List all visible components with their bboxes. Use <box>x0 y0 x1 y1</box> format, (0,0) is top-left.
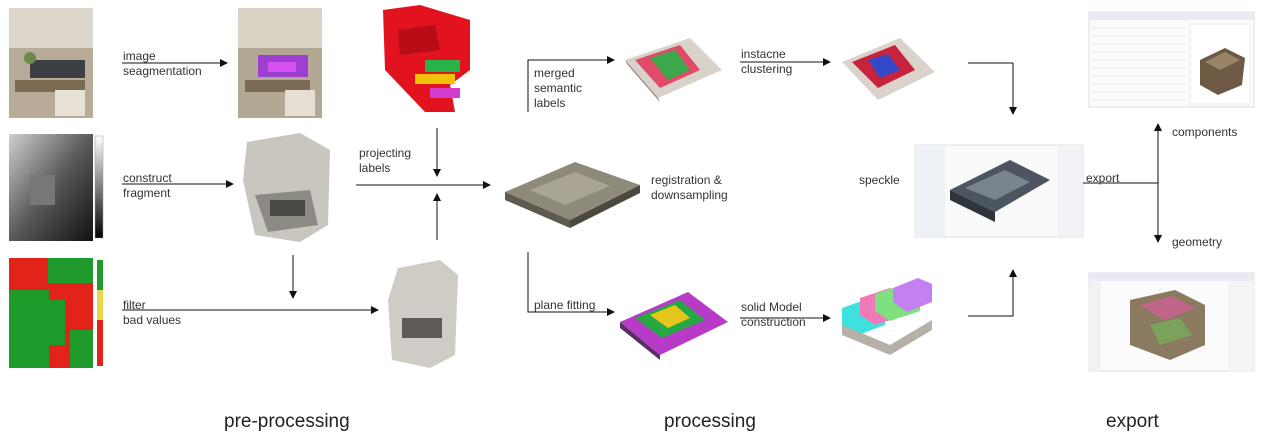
validity-mask-thumbnail <box>9 258 103 368</box>
solid-model-thumbnail <box>842 278 932 355</box>
label-registration-downsampling: registration &downsampling <box>651 173 728 202</box>
registered-point-cloud-thumbnail <box>505 162 640 228</box>
input-photo-thumbnail <box>9 8 93 118</box>
label-geometry: geometry <box>1172 235 1223 249</box>
filtered-fragment-thumbnail <box>388 260 458 368</box>
merged-semantic-model-thumbnail <box>625 38 722 102</box>
arrow-clusters-to-speckle <box>968 62 1017 115</box>
segmented-photo-thumbnail <box>238 8 322 118</box>
label-components: components <box>1172 125 1238 139</box>
semantic-projection-thumbnail <box>383 5 470 112</box>
speckle-viewer-thumbnail <box>914 144 1084 238</box>
stage-processing: processing <box>664 411 756 432</box>
stage-export: export <box>1106 411 1159 432</box>
arrow-plane-fitting <box>527 252 615 316</box>
depth-map-thumbnail <box>9 134 104 241</box>
components-export-thumbnail <box>1088 11 1255 108</box>
label-export-arrow: export <box>1086 171 1120 185</box>
arrow-merged-labels <box>527 56 615 112</box>
plane-fitting-model-thumbnail <box>620 292 728 360</box>
clustered-model-thumbnail <box>842 38 935 100</box>
geometry-export-thumbnail <box>1088 272 1255 372</box>
label-plane-fitting: plane fitting <box>534 298 596 312</box>
point-cloud-fragment-thumbnail <box>243 133 330 242</box>
stage-pre-processing: pre-processing <box>224 411 350 432</box>
arrow-solid-to-speckle <box>968 269 1017 317</box>
label-speckle: speckle <box>859 173 900 187</box>
